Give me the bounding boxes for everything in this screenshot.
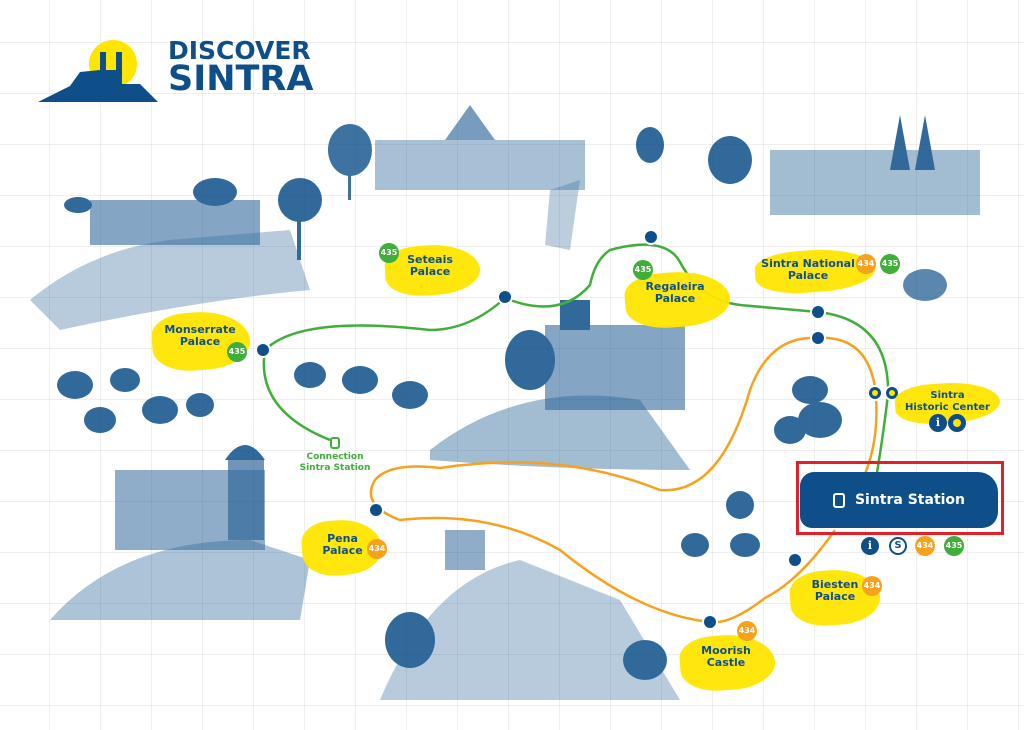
brand-line1: DISCOVER (168, 36, 311, 65)
illustrations (30, 105, 980, 700)
route-badge-434[interactable]: 434 (915, 536, 935, 556)
info-icon[interactable]: i (861, 537, 879, 555)
label-line: Sintra Station (299, 463, 371, 473)
station-label: Sintra Station (854, 492, 966, 508)
train-logo-icon: S (889, 537, 907, 555)
label-line: Seteais (407, 253, 453, 266)
route-badge-434[interactable]: 434 (367, 539, 387, 559)
brand-logo[interactable]: DISCOVER SINTRA (168, 38, 313, 97)
label-line: Regaleira (645, 280, 705, 293)
label-line: Pena (327, 532, 358, 545)
regaleira-illustration (430, 300, 690, 470)
label-line: Palace (322, 544, 363, 557)
label-line: Sintra (930, 390, 965, 401)
pena-illustration (50, 445, 310, 620)
label-line: Palace (787, 269, 829, 282)
brand-line2: SINTRA (168, 59, 314, 99)
bus-icon (330, 437, 340, 449)
route-badge-435[interactable]: 435 (227, 342, 247, 362)
moorish-illustration (380, 530, 680, 700)
route-badge-434[interactable]: 434 (862, 576, 882, 596)
route-badge-435[interactable]: 435 (880, 254, 900, 274)
label-line: Palace (654, 292, 696, 305)
label-line: Moorish (701, 644, 751, 657)
monserrate-illustration (30, 178, 322, 330)
selection-highlight (796, 461, 1004, 535)
route-badge-435[interactable]: 435 (379, 243, 399, 263)
label-line: Historic Center (905, 402, 990, 413)
label-line: Biesten (811, 578, 859, 591)
route-badge-434[interactable]: 434 (856, 254, 876, 274)
label-line: Palace (179, 335, 221, 348)
forest-left (57, 362, 428, 433)
route-435-line (262, 243, 890, 501)
stop-icon (948, 414, 966, 432)
sintra-station-button[interactable]: Sintra Station (800, 472, 998, 528)
forest-right (681, 376, 842, 557)
label-line: Sintra National (761, 257, 855, 270)
label-line: Castle (706, 656, 746, 669)
route-badge-434[interactable]: 434 (737, 621, 757, 641)
label-line: Palace (409, 265, 451, 278)
logo-mark (38, 40, 158, 102)
label-line: Connection (306, 452, 364, 462)
seteais-illustration (328, 105, 585, 250)
bus-icon (832, 492, 845, 508)
route-badge-435[interactable]: 435 (633, 260, 653, 280)
info-icon[interactable]: i (929, 414, 947, 432)
label-line: Palace (814, 590, 856, 603)
label-line: Monserrate (164, 323, 236, 336)
national-palace-illustration (636, 115, 980, 301)
route-badge-435[interactable]: 435 (944, 536, 964, 556)
